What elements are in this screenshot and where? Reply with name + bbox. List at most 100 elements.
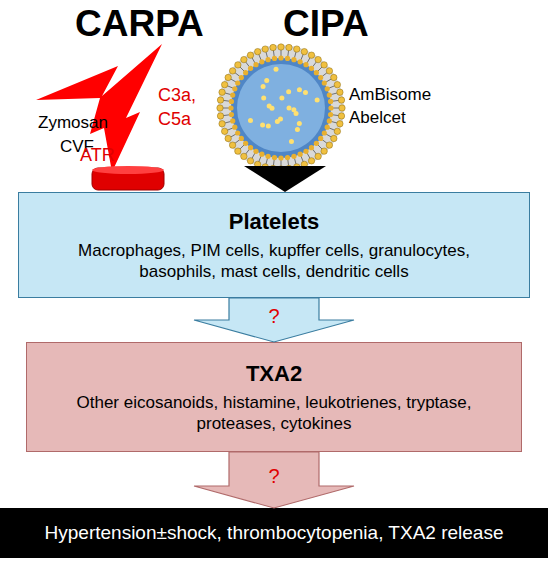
lipid-head [265, 154, 270, 159]
lipid-head [239, 136, 244, 141]
lipid-head [259, 152, 264, 157]
lipid-head [225, 135, 231, 141]
lipid-head [259, 59, 264, 64]
lipid-head [285, 56, 290, 61]
annotation-label: C3a, [158, 86, 196, 106]
lipid-head [230, 118, 235, 123]
lipid-head [229, 112, 234, 117]
outcome-box: Hypertension±shock, thrombocytopenia, TX… [0, 508, 548, 558]
lipid-head [235, 62, 241, 68]
lipid-head [228, 105, 233, 110]
annotation-label: Abelcet [349, 109, 406, 128]
lipid-head [247, 52, 253, 58]
lipid-head [298, 152, 303, 157]
lipid-head [253, 149, 258, 154]
lipid-head [337, 121, 343, 127]
lipid-head [235, 148, 241, 154]
lipid-head [321, 62, 327, 68]
lipid-head [253, 62, 258, 67]
box-heading: Platelets [229, 208, 320, 236]
lipid-head [338, 97, 344, 103]
lipid-head [331, 135, 337, 141]
drug-particle [278, 116, 283, 121]
lipid-head [230, 92, 235, 97]
lipid-head [248, 145, 253, 150]
lipid-head [337, 89, 343, 95]
liposome-core [237, 64, 325, 152]
lipid-head [278, 155, 283, 160]
drug-particle [286, 89, 291, 94]
lipid-head [243, 70, 248, 75]
lipid-head [322, 80, 327, 85]
drug-particle [260, 122, 265, 127]
lipid-head [254, 48, 260, 54]
drug-particle [297, 87, 302, 92]
lipid-head [327, 92, 332, 97]
lipid-head [217, 113, 223, 119]
lipid-head [326, 142, 332, 148]
lipid-head [315, 153, 321, 159]
lipid-head [241, 153, 247, 159]
lipid-head [217, 105, 223, 111]
drug-particle [297, 121, 302, 126]
lipid-head [339, 105, 345, 111]
lipid-head [331, 74, 337, 80]
block-arrow [194, 298, 354, 342]
box-text: Macrophages, PIM cells, kupffer cells, g… [44, 240, 504, 283]
process-box: TXA2Other eicosanoids, histamine, leukot… [26, 342, 522, 452]
annotation-label: ATR [80, 146, 115, 166]
lipid-head [239, 75, 244, 80]
lipid-head [247, 158, 253, 164]
lipid-head [334, 128, 340, 134]
lipid-head [243, 141, 248, 146]
lipid-head [229, 142, 235, 148]
drug-particle [303, 90, 308, 95]
drug-particle [270, 106, 275, 111]
lipid-head [262, 46, 268, 52]
drug-particle [289, 139, 294, 144]
block-arrow [194, 452, 354, 508]
annotation-label: C5a [158, 110, 191, 130]
block-arrow [244, 166, 326, 192]
lipid-head [328, 99, 333, 104]
lipid-head [232, 86, 237, 91]
box-heading: TXA2 [246, 360, 302, 388]
box-text: Hypertension±shock, thrombocytopenia, TX… [45, 521, 504, 545]
lipid-head [265, 57, 270, 62]
lipid-head [225, 74, 231, 80]
lipid-head [298, 59, 303, 64]
lipid-head [308, 158, 314, 164]
lipid-head [315, 56, 321, 62]
lipid-head [232, 125, 237, 130]
drug-particle [295, 127, 300, 132]
lipid-head [309, 66, 314, 71]
drug-particle [261, 84, 266, 89]
edge-label: ? [268, 465, 279, 487]
annotation-label: CIPA [283, 4, 369, 45]
drug-particle [261, 95, 266, 100]
lipid-head [272, 155, 277, 160]
lipid-head [270, 44, 276, 50]
drug-particle [266, 123, 271, 128]
lipid-head [334, 81, 340, 87]
process-box: PlateletsMacrophages, PIM cells, kupffer… [18, 192, 530, 298]
lipid-head [221, 81, 227, 87]
liposome-shell [218, 45, 344, 171]
lipid-head [294, 46, 300, 52]
lipid-head [326, 68, 332, 74]
liposome-illustration [217, 44, 345, 172]
lipid-head [219, 89, 225, 95]
lipid-head [325, 86, 330, 91]
drug-particle [274, 67, 279, 72]
lipid-head [235, 80, 240, 85]
lipid-head [241, 56, 247, 62]
lipid-head [301, 48, 307, 54]
receptor-top [92, 166, 164, 174]
drug-particle [315, 98, 320, 103]
drug-particle [287, 106, 292, 111]
lipid-head [229, 68, 235, 74]
annotation-label: Zymosan [38, 114, 108, 133]
annotation-label: AmBisome [349, 86, 431, 105]
box-text: Other eicosanoids, histamine, leukotrien… [64, 392, 484, 435]
